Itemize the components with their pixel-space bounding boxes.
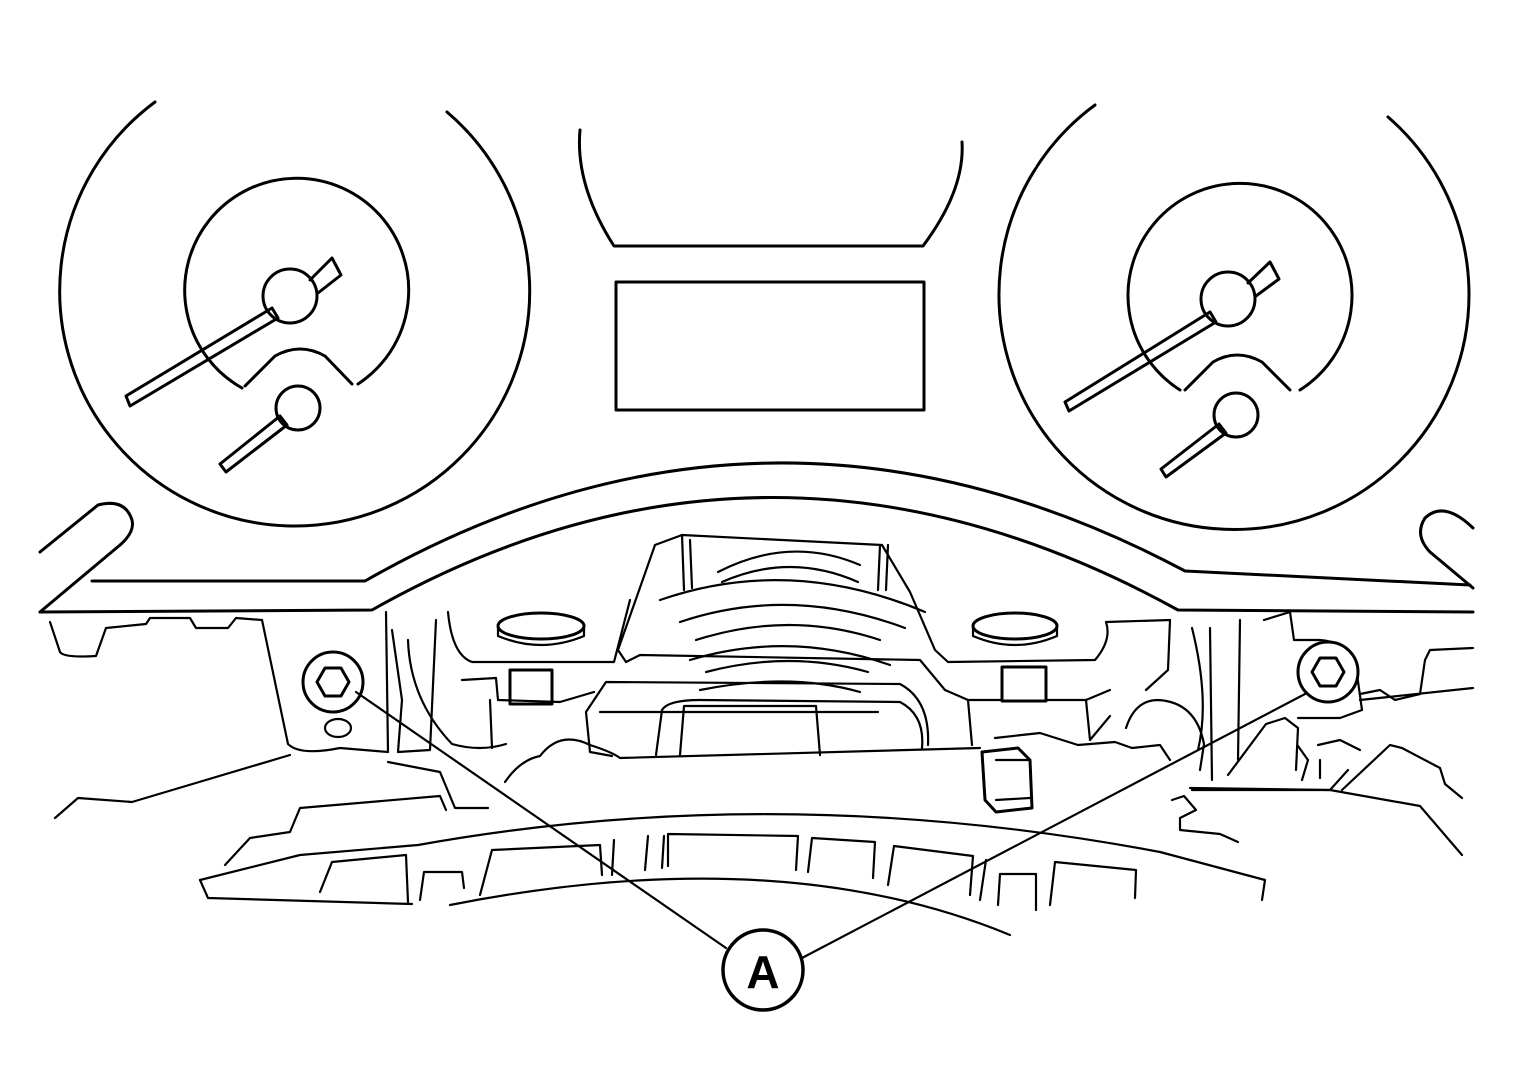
callout-a-leader-left <box>354 690 728 950</box>
callout-a-label: A <box>746 946 779 998</box>
callout-a-leader-right <box>800 692 1307 960</box>
center-display <box>577 128 964 412</box>
lower-panel <box>53 716 1464 937</box>
left-gauge <box>58 100 532 528</box>
right-gauge <box>997 103 1471 531</box>
internal-components <box>390 533 1242 814</box>
callout-a: A <box>354 690 1307 1012</box>
meter-housing <box>38 461 1475 754</box>
callout-a-circle <box>721 928 805 1012</box>
mounting-bolt-right <box>1296 640 1360 704</box>
mounting-bolt-left <box>301 650 365 714</box>
